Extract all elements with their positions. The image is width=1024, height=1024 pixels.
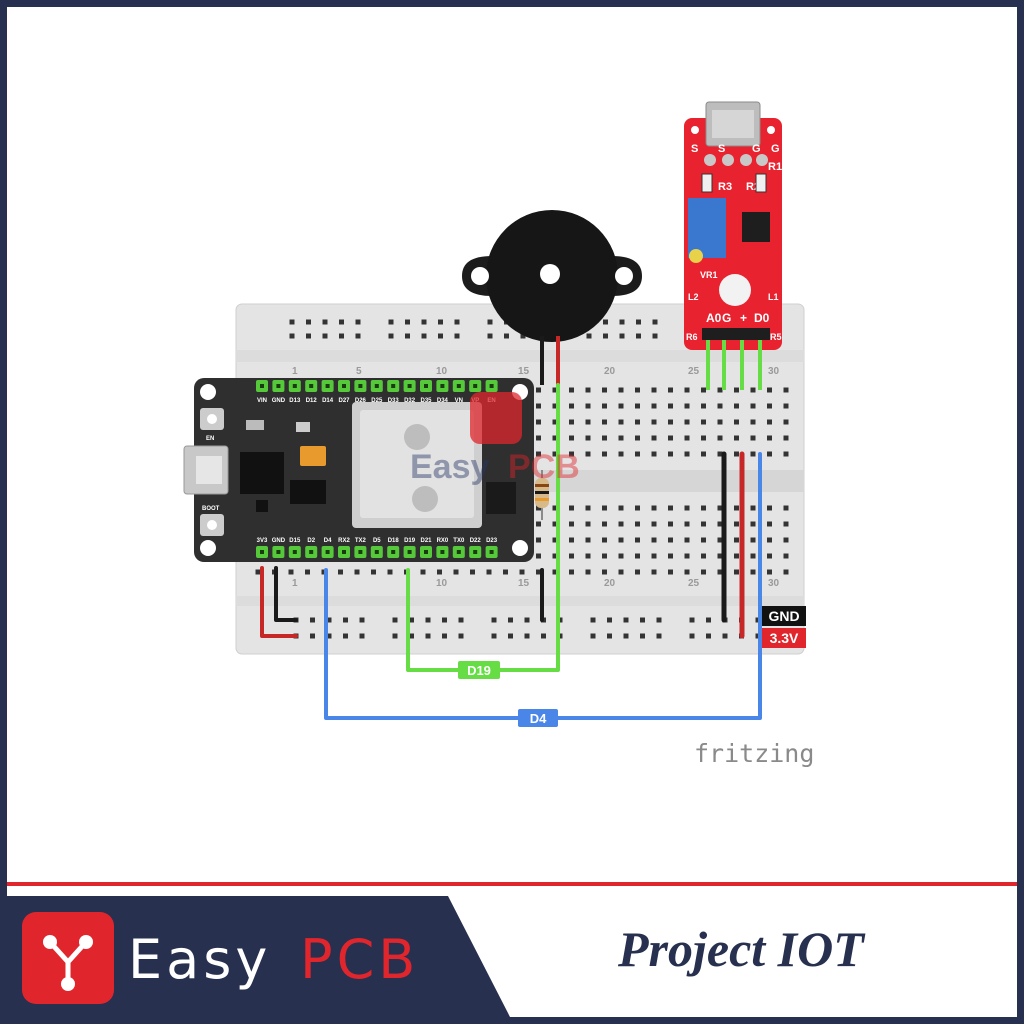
footer: Easy PCB Project IOT xyxy=(7,882,1017,1017)
watermark: Easy PCB xyxy=(410,392,580,486)
sensor-label-vr1: VR1 xyxy=(700,270,718,280)
esp32-top-pin-label-d32: D32 xyxy=(404,398,416,404)
svg-text:3.3V: 3.3V xyxy=(770,630,799,646)
esp32-bottom-pin-label-d4: D4 xyxy=(324,538,332,544)
sensor-label-r6: R6 xyxy=(686,332,698,342)
footer-project-title: Project IOT xyxy=(617,921,866,977)
esp32-bottom-pin-label-d5: D5 xyxy=(373,538,381,544)
sensor-label-g1: G xyxy=(752,143,761,155)
resistor xyxy=(535,470,549,520)
bb-col-15-top: 15 xyxy=(518,366,530,377)
esp32-bottom-pin-label-rx0: RX0 xyxy=(437,538,449,544)
esp32-top-pin-label-d35: D35 xyxy=(420,398,432,404)
watermark-easy: Easy xyxy=(410,448,489,486)
bb-col-1-top: 1 xyxy=(292,366,298,377)
watermark-pcb: PCB xyxy=(508,448,580,486)
esp32-top-pin-label-vn: VN xyxy=(455,398,463,404)
fritzing-logo: fritzing xyxy=(694,739,814,768)
bb-col-10-top: 10 xyxy=(436,366,448,377)
esp32-top-pin-label-d12: D12 xyxy=(306,398,318,404)
esp32-top-pin-label-d13: D13 xyxy=(289,398,301,404)
sensor-label-r1: R1 xyxy=(768,161,782,173)
easy-pcb-logo-icon xyxy=(22,912,114,1004)
esp32-top-pin-label-d26: D26 xyxy=(355,398,367,404)
esp32-top-pin-label-d14: D14 xyxy=(322,398,334,404)
sensor-label-r5: R5 xyxy=(770,332,782,342)
esp32-bottom-pin-label-d2: D2 xyxy=(307,538,315,544)
esp32-top-pin-label-d27: D27 xyxy=(338,398,350,404)
bb-col-5-top: 5 xyxy=(356,366,362,377)
en-button-label: EN xyxy=(206,436,214,442)
esp32-top-pin-label-vin: VIN xyxy=(257,398,267,404)
sensor-label-r3: R3 xyxy=(718,181,732,193)
wire-label-d19: D19 xyxy=(458,661,500,679)
sound-sensor-module: S S G G R1 R2 R3 VR1 L1 L2 R5 R6 A0 G + … xyxy=(684,101,782,390)
v33-rail-label: 3.3V xyxy=(762,628,806,648)
sensor-pin-a0-label: A0 xyxy=(706,311,722,325)
wire-label-d4: D4 xyxy=(518,709,558,727)
bb-col-20-bottom: 20 xyxy=(604,578,616,589)
esp32-bottom-pin-label-d21: D21 xyxy=(420,538,432,544)
footer-brand-easy: Easy xyxy=(128,928,271,991)
bb-col-20-top: 20 xyxy=(604,366,616,377)
bb-col-30-bottom: 30 xyxy=(768,578,780,589)
esp32-top-pin-label-d33: D33 xyxy=(388,398,400,404)
bb-col-10-bottom: 10 xyxy=(436,578,448,589)
sensor-pin-plus-label: + xyxy=(740,311,747,325)
esp32-bottom-pin-label-tx0: TX0 xyxy=(453,538,465,544)
bb-col-1-bottom: 1 xyxy=(292,578,298,589)
buzzer xyxy=(462,210,642,385)
bb-col-15-bottom: 15 xyxy=(518,578,530,589)
sensor-pin-d0-label: D0 xyxy=(754,311,770,325)
sensor-label-l1: L1 xyxy=(768,292,779,302)
footer-brand-pcb: PCB xyxy=(300,928,419,991)
sensor-label-l2: L2 xyxy=(688,292,699,302)
esp32-top-pin-label-d25: D25 xyxy=(371,398,383,404)
esp32-bottom-pin-label-d18: D18 xyxy=(388,538,400,544)
svg-text:D4: D4 xyxy=(530,711,547,726)
sensor-pin-g-label: G xyxy=(722,311,731,325)
esp32-bottom-pin-label-d22: D22 xyxy=(470,538,482,544)
bb-col-30-top: 30 xyxy=(768,366,780,377)
sensor-label-g2: G xyxy=(771,143,780,155)
esp32-bottom-pin-label-tx2: TX2 xyxy=(355,538,367,544)
esp32-bottom-pin-label-rx2: RX2 xyxy=(338,538,350,544)
bb-col-25-top: 25 xyxy=(688,366,700,377)
sensor-label-s1: S xyxy=(691,143,698,155)
gnd-rail-label: GND xyxy=(762,606,806,626)
svg-text:GND: GND xyxy=(768,608,799,624)
esp32-bottom-pin-label-d19: D19 xyxy=(404,538,416,544)
esp32-bottom-pin-label-3v3: 3V3 xyxy=(257,538,268,544)
sensor-label-s2: S xyxy=(718,143,725,155)
esp32-top-pin-label-gnd: GND xyxy=(272,398,286,404)
esp32-bottom-pin-label-d15: D15 xyxy=(289,538,301,544)
esp32-top-pin-label-d34: D34 xyxy=(437,398,449,404)
boot-button-label: BOOT xyxy=(202,506,220,512)
esp32-bottom-pin-label-gnd: GND xyxy=(272,538,286,544)
svg-text:D19: D19 xyxy=(467,663,491,678)
esp32-bottom-pin-label-d23: D23 xyxy=(486,538,498,544)
bb-col-25-bottom: 25 xyxy=(688,578,700,589)
